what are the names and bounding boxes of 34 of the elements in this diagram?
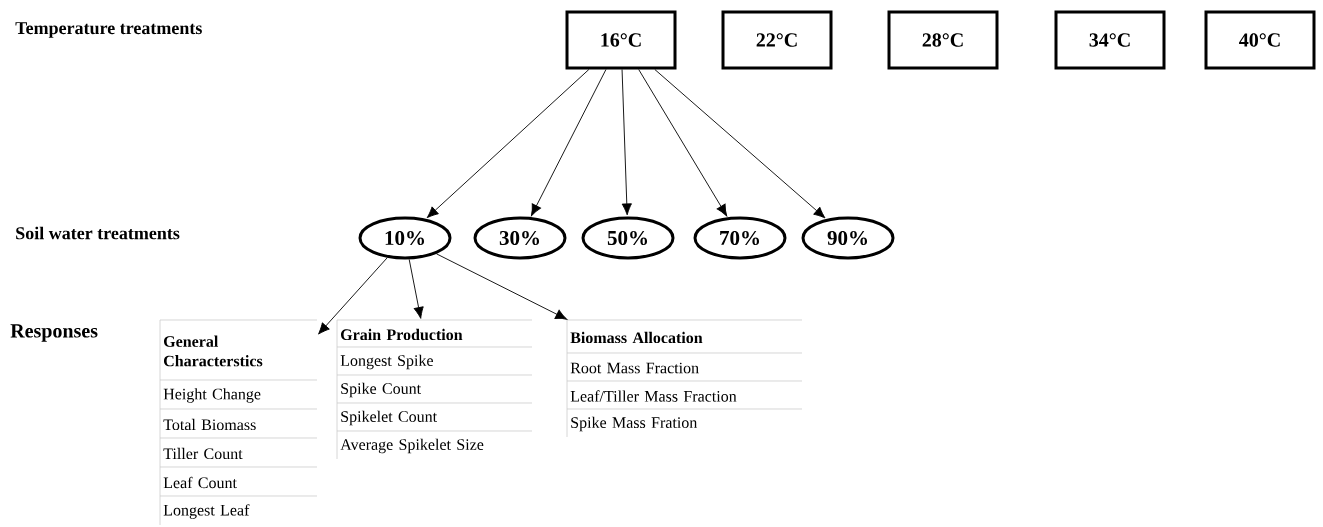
arrow [436, 253, 568, 320]
table-cell: Tiller Count [163, 447, 243, 460]
table-cell: Height Change [163, 388, 261, 403]
table-cell: Leaf Count [163, 476, 237, 489]
level-label: Soil water treatments [16, 226, 180, 240]
arrow [408, 258, 424, 319]
table-cell: Spike Count [341, 382, 421, 398]
temperature-box: 40°C [1204, 10, 1316, 70]
temperature-box: 22°C [721, 10, 833, 70]
level-label: Temperature treatments [15, 22, 202, 38]
arrow [318, 257, 388, 335]
table-cell: Total Biomass [163, 418, 256, 431]
response-table [336, 319, 533, 460]
table-header: Biomass Allocation [570, 331, 703, 344]
arrow [638, 69, 728, 217]
table-cell: Root Mass Fraction [570, 362, 699, 374]
table-cell: Leaf/Tiller Mass Fraction [570, 390, 737, 402]
table-header: General Characterstics [164, 335, 263, 367]
temperature-box: 16°C [565, 10, 677, 70]
table-header: Grain Production [341, 328, 463, 341]
temperature-box: 34°C [1054, 10, 1166, 70]
arrow [621, 69, 632, 216]
table-cell: Spike Mass Fration [571, 416, 698, 432]
response-table [566, 319, 803, 438]
response-table [159, 319, 318, 526]
arrow [654, 69, 826, 219]
table-cell: Longest Leaf [163, 504, 250, 519]
level-label: Responses [10, 324, 98, 342]
table-cell: Spikelet Count [341, 410, 437, 426]
temperature-box: 28°C [887, 10, 999, 70]
arrow [426, 69, 590, 219]
table-cell: Average Spikelet Size [340, 438, 484, 454]
table-cell: Longest Spike [340, 354, 433, 370]
arrow [530, 69, 607, 217]
